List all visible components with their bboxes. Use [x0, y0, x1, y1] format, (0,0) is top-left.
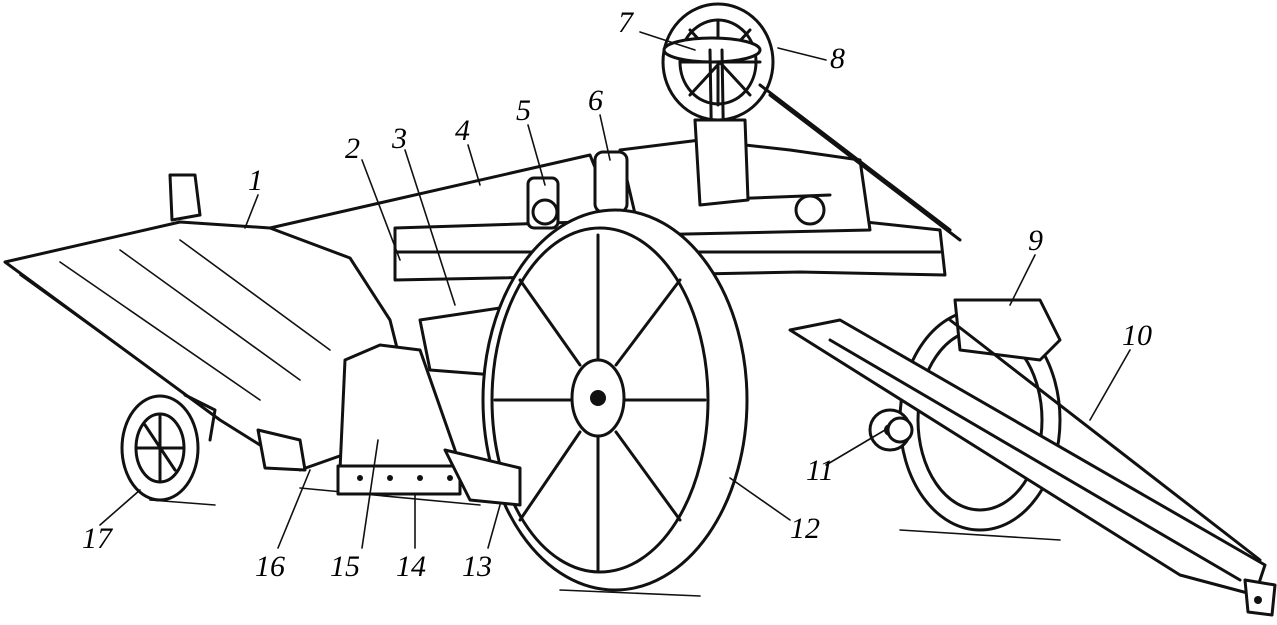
- label-2: 2: [345, 132, 360, 165]
- steering-assembly: [661, 2, 962, 242]
- label-13: 13: [462, 550, 492, 583]
- drive-wheel: [481, 208, 749, 592]
- side-shield: [336, 343, 462, 496]
- label-12: 12: [790, 512, 820, 545]
- label-16: 16: [255, 550, 285, 583]
- support-skid: [256, 428, 307, 472]
- label-17: 17: [82, 522, 114, 555]
- label-15: 15: [330, 550, 360, 583]
- label-10: 10: [1122, 319, 1152, 352]
- label-6: 6: [588, 84, 603, 117]
- label-8: 8: [830, 42, 845, 75]
- rear-wheel: [868, 298, 1062, 532]
- label-5: 5: [516, 94, 531, 127]
- part-labels: 1 2 3 4 5 6 7 8 9 10 11 12 13 14 15 16 1…: [82, 6, 1152, 583]
- label-1: 1: [248, 164, 263, 197]
- label-7: 7: [618, 6, 635, 39]
- gauge-wheel: [120, 393, 217, 502]
- label-9: 9: [1028, 224, 1043, 257]
- label-14: 14: [396, 550, 426, 583]
- lower-fin: [443, 448, 522, 507]
- levers: [526, 150, 629, 230]
- label-3: 3: [391, 122, 407, 155]
- label-4: 4: [455, 114, 470, 147]
- label-11: 11: [806, 454, 834, 487]
- leader-lines: [99, 31, 1131, 549]
- drawbar: [788, 318, 1277, 617]
